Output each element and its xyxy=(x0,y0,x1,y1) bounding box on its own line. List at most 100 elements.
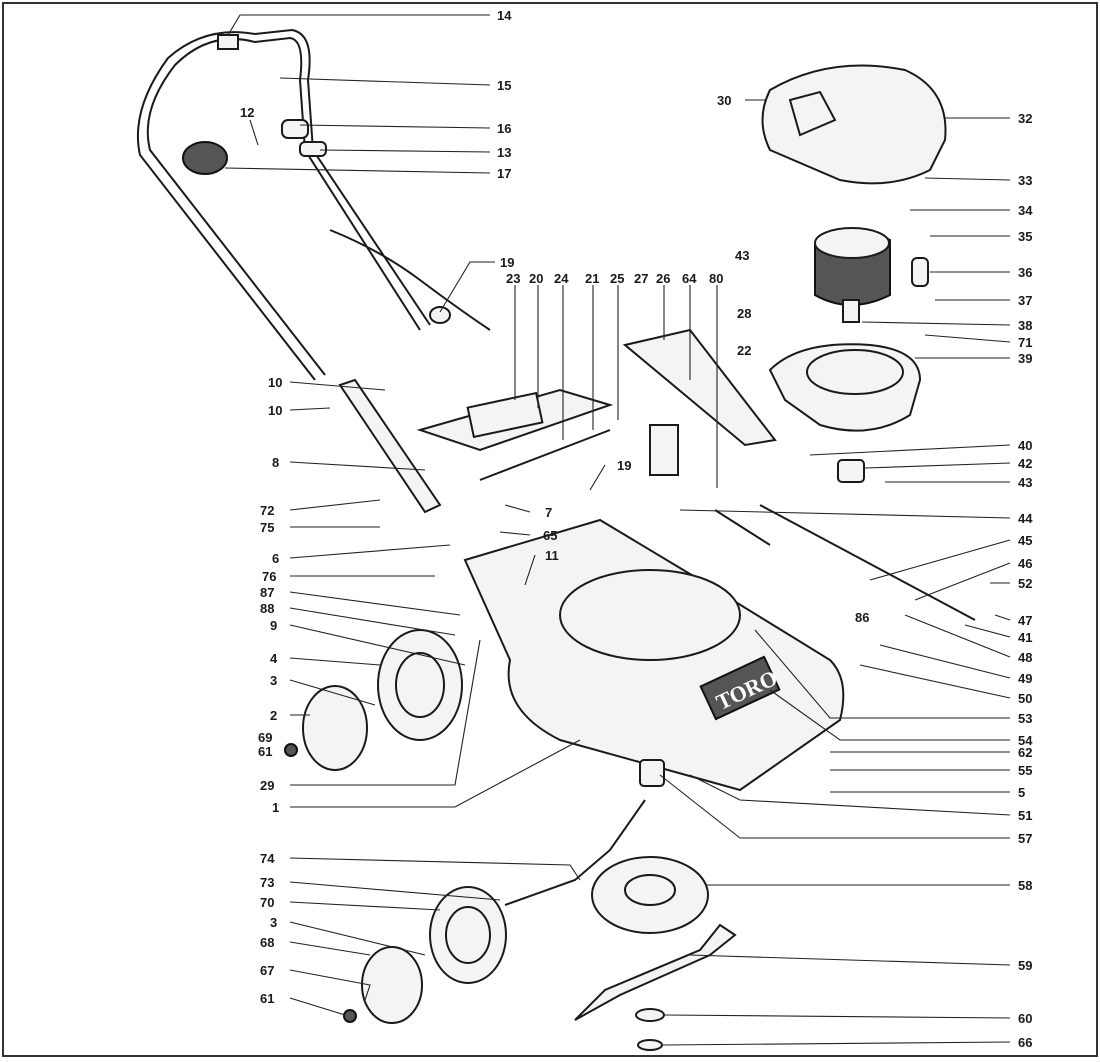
leader-66 xyxy=(662,1041,1011,1046)
callout-38: 38 xyxy=(1018,318,1032,333)
callout-28: 28 xyxy=(737,306,751,321)
motor-top xyxy=(814,227,890,259)
callout-13: 13 xyxy=(497,145,511,160)
leader-17 xyxy=(224,167,491,174)
leader-61b xyxy=(289,997,346,1016)
motor-assembly xyxy=(761,64,947,483)
fan-hub xyxy=(624,874,676,906)
motor-capacitor xyxy=(911,257,929,287)
leader-46 xyxy=(914,562,1011,601)
leader-38 xyxy=(861,321,1011,326)
callout-41: 41 xyxy=(1018,630,1032,645)
leader-16 xyxy=(299,124,491,129)
leader-41 xyxy=(964,624,1011,638)
front-axle xyxy=(504,799,646,906)
callout-51: 51 xyxy=(1018,808,1032,823)
callout-80: 80 xyxy=(709,271,723,286)
callout-61b: 61 xyxy=(260,991,274,1006)
leader-15 xyxy=(279,77,491,86)
leader-51 xyxy=(689,774,1011,816)
callout-75: 75 xyxy=(260,520,274,535)
callout-46: 46 xyxy=(1018,556,1032,571)
callout-16: 16 xyxy=(497,121,511,136)
callout-7: 7 xyxy=(545,505,552,520)
callout-17: 17 xyxy=(497,166,511,181)
motor-housing-cup xyxy=(806,349,904,395)
leader-42 xyxy=(864,462,1011,469)
leader-10b xyxy=(289,407,331,411)
leader-71 xyxy=(924,334,1011,343)
callout-39: 39 xyxy=(1018,351,1032,366)
leader-29 xyxy=(290,639,481,786)
cord-clip xyxy=(429,306,451,324)
handle-grip-clip xyxy=(217,34,239,50)
callout-10a: 10 xyxy=(268,375,282,390)
callout-54: 54 xyxy=(1018,733,1033,748)
leader-19b xyxy=(589,464,606,491)
handle-collar-lower xyxy=(299,141,327,157)
callout-26: 26 xyxy=(656,271,670,286)
callout-19a: 19 xyxy=(500,255,514,270)
leader-70 xyxy=(289,901,441,911)
callout-40: 40 xyxy=(1018,438,1032,453)
callout-47: 47 xyxy=(1018,613,1032,628)
callout-12: 12 xyxy=(240,105,254,120)
latch-block xyxy=(649,424,679,476)
callout-73: 73 xyxy=(260,875,274,890)
callout-48: 48 xyxy=(1018,650,1032,665)
handle-bar-inner xyxy=(136,28,431,381)
callout-86: 86 xyxy=(855,610,869,625)
callout-72: 72 xyxy=(260,503,274,518)
leader-68 xyxy=(289,941,371,956)
parts-layer: TORO xyxy=(136,28,976,1051)
motor-shaft xyxy=(842,299,860,323)
callout-20: 20 xyxy=(529,271,543,286)
callout-3a: 3 xyxy=(270,673,277,688)
front-wheel-tire xyxy=(429,886,507,984)
leader-57 xyxy=(659,774,1010,839)
callout-32: 32 xyxy=(1018,111,1032,126)
leader-67 xyxy=(289,969,371,1001)
motor-hood xyxy=(761,64,947,185)
callout-65: 65 xyxy=(543,528,557,543)
callout-9: 9 xyxy=(270,618,277,633)
top-plate-window xyxy=(466,391,544,439)
leader-1 xyxy=(290,739,581,808)
blade-adapter xyxy=(639,759,665,787)
leader-lines xyxy=(224,14,1011,1046)
leader-9 xyxy=(289,624,466,666)
leader-4 xyxy=(289,657,381,666)
callout-61a: 61 xyxy=(258,744,272,759)
callout-62: 62 xyxy=(1018,745,1032,760)
leader-47 xyxy=(994,614,1011,621)
fan xyxy=(591,856,709,934)
callout-22: 22 xyxy=(737,343,751,358)
leader-10a xyxy=(289,381,386,391)
front-wheel-hub xyxy=(445,906,491,964)
callout-19b: 19 xyxy=(617,458,631,473)
leader-44 xyxy=(679,509,1011,519)
callout-50: 50 xyxy=(1018,691,1032,706)
callout-24: 24 xyxy=(554,271,569,286)
deflector-plates xyxy=(416,328,777,481)
callout-71: 71 xyxy=(1018,335,1032,350)
callout-27: 27 xyxy=(634,271,648,286)
leader-65 xyxy=(499,531,531,536)
rear-nut xyxy=(284,743,298,757)
leader-13 xyxy=(319,149,491,153)
leader-14 xyxy=(227,14,490,36)
callout-60: 60 xyxy=(1018,1011,1032,1026)
callout-21: 21 xyxy=(585,271,599,286)
callout-labels: 14 15 16 13 17 12 19 23 20 24 21 25 27 2… xyxy=(240,8,1033,1050)
leader-12 xyxy=(249,119,259,146)
callout-43a: 43 xyxy=(735,248,749,263)
callout-66: 66 xyxy=(1018,1035,1032,1050)
leader-88 xyxy=(289,607,456,636)
callout-76: 76 xyxy=(262,569,276,584)
front-hubcap xyxy=(361,946,423,1024)
callout-67: 67 xyxy=(260,963,274,978)
leader-54 xyxy=(769,689,1010,741)
callout-4: 4 xyxy=(270,651,278,666)
